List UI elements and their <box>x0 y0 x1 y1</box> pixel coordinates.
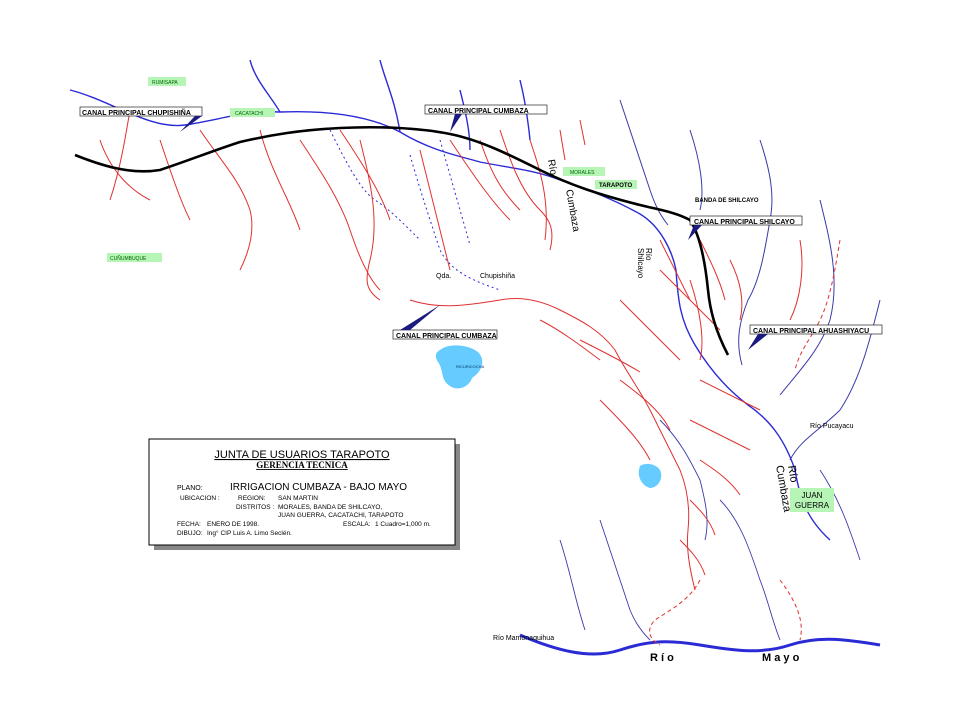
label-qda: Qda. <box>436 273 451 280</box>
lake-small <box>638 463 662 488</box>
district-tag-juan-guerra: JUAN GUERRA <box>790 488 834 512</box>
region-label: REGION: <box>238 495 266 502</box>
svg-text:TARAPOTO: TARAPOTO <box>599 183 632 189</box>
title-block: JUNTA DE USUARIOS TARAPOTO GERENCIA TECN… <box>148 438 460 550</box>
label-banda-shilcayo: BANDA DE SHILCAYO <box>695 198 759 204</box>
dashed-red-laterals <box>649 239 841 646</box>
ubicacion-label: UBICACION : <box>180 495 220 502</box>
svg-text:CUÑUMBUQUE: CUÑUMBUQUE <box>110 255 147 262</box>
svg-text:CACATACHI: CACATACHI <box>235 111 263 117</box>
canal-flag-ahuashiyacu: CANAL PRINCIPAL AHUASHIYACU <box>748 324 883 350</box>
district-tag-cacatachi: CACATACHI <box>230 108 275 117</box>
label-rio-pucayacu: Río Pucayacu <box>810 423 854 430</box>
district-tag-tarapoto: TARAPOTO <box>595 180 637 189</box>
label-rio-cumbaza-upper-2: Cumbaza <box>563 189 581 233</box>
label-rio-mayo-2: M a y o <box>762 652 800 664</box>
svg-text:GUERRA: GUERRA <box>795 501 830 510</box>
svg-text:CANAL PRINCIPAL CUMBAZA: CANAL PRINCIPAL CUMBAZA <box>428 108 529 115</box>
river-mayo <box>519 633 881 656</box>
river-pucayacu <box>789 299 881 461</box>
canal-flag-cumbaza-south: CANAL PRINCIPAL CUMBAZA <box>392 305 498 340</box>
district-tag-rumisapa: RUMISAPA <box>148 77 186 86</box>
label-rio-shilcayo-2: Shilcayo <box>636 248 645 279</box>
svg-text:RUMISAPA: RUMISAPA <box>152 80 178 86</box>
fecha-value: ENERO DE 1998. <box>207 521 259 528</box>
label-rio-shilcayo-1: Río <box>644 248 653 261</box>
red-laterals <box>99 109 803 591</box>
svg-text:CANAL PRINCIPAL CHUPISHIÑA: CANAL PRINCIPAL CHUPISHIÑA <box>82 108 191 117</box>
svg-text:CANAL PRINCIPAL AHUASHIYACU: CANAL PRINCIPAL AHUASHIYACU <box>753 328 869 335</box>
region-value: SAN MARTIN <box>278 495 318 502</box>
svg-text:CANAL PRINCIPAL CUMBAZA: CANAL PRINCIPAL CUMBAZA <box>396 333 497 340</box>
tributary-network <box>559 419 861 641</box>
label-rio-cumbaza-upper-1: Río <box>545 159 559 177</box>
main-canals <box>74 125 730 356</box>
svg-text:CANAL PRINCIPAL SHILCAYO: CANAL PRINCIPAL SHILCAYO <box>694 219 795 226</box>
distritos-line2: JUAN GUERRA, CACATACHI, TARAPOTO <box>278 512 403 519</box>
dotted-watercourses <box>329 129 501 291</box>
district-tag-morales: MORALES <box>563 167 605 176</box>
svg-text:MORALES: MORALES <box>570 170 595 176</box>
title-org: JUNTA DE USUARIOS TARAPOTO <box>214 449 390 461</box>
dibujo-value: Ing° CIP Luis A. Limo Seclén. <box>207 529 292 537</box>
title-dept: GERENCIA TECNICA <box>256 460 348 470</box>
lake-ricuricocha <box>435 345 483 389</box>
svg-text:JUAN: JUAN <box>802 491 823 500</box>
escala-label: ESCALA: <box>343 521 371 528</box>
dibujo-label: DIBUJO: <box>177 530 203 537</box>
canal-flag-cumbaza-north: CANAL PRINCIPAL CUMBAZA <box>424 104 548 132</box>
plano-label: PLANO: <box>177 485 203 492</box>
canal-flag-chupishina: CANAL PRINCIPAL CHUPISHIÑA <box>79 106 203 132</box>
plano-value: IRRIGACION CUMBAZA - BAJO MAYO <box>230 482 407 493</box>
fecha-label: FECHA: <box>177 521 201 528</box>
label-lake-ricuricocha: RICURICOCHA <box>456 364 485 369</box>
district-tag-cunumbuque: CUÑUMBUQUE <box>107 253 162 262</box>
distritos-label: DISTRITOS : <box>236 504 274 511</box>
escala-value: 1 Cuadro=1,000 m. <box>375 521 431 528</box>
label-rio-mayo-1: R í o <box>650 652 674 664</box>
canal-flag-shilcayo: CANAL PRINCIPAL SHILCAYO <box>688 215 803 240</box>
label-rio-cumbaza-lower-1: Río <box>785 464 800 483</box>
distritos-line1: MORALES, BANDA DE SHILCAYO, <box>278 504 382 511</box>
label-chupishina: Chupishiña <box>480 273 515 280</box>
label-rio-mamonaquihua: Río Mamonaquihua <box>493 635 554 642</box>
river-shilcayo <box>619 99 835 396</box>
